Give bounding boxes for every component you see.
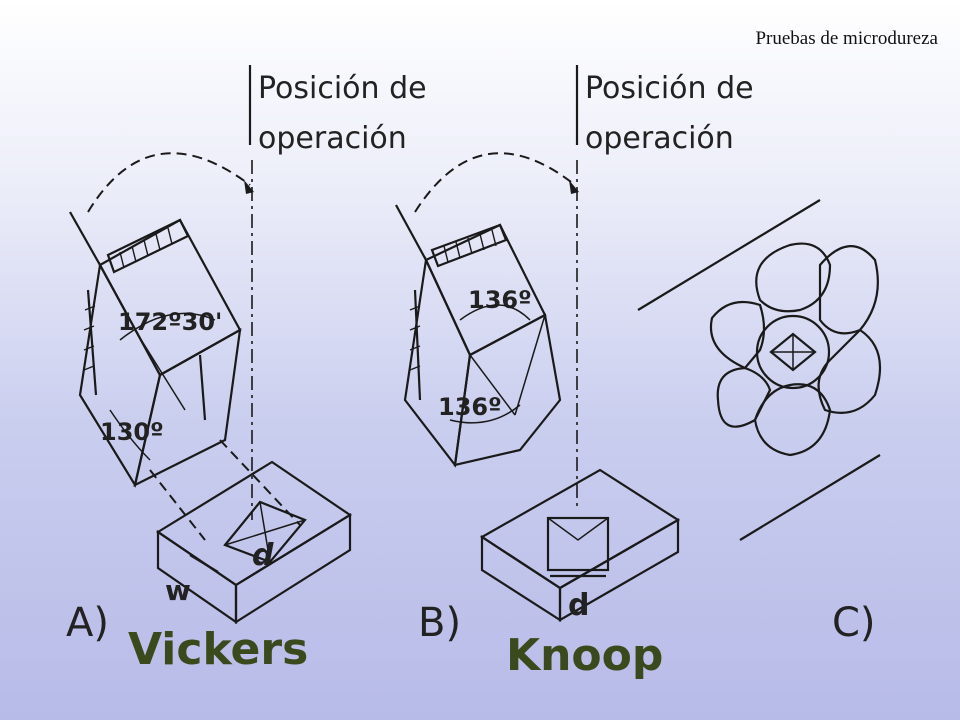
panel-a-indenter-front (133, 327, 242, 488)
panel-c-top-line (637, 199, 821, 311)
panel-b-indentation (546, 516, 610, 572)
panel-a-vickers: Posición de operación 172º30' 130º (66, 65, 427, 675)
panel-a-projection-2 (219, 439, 301, 526)
panel-c-grain-view: C) (637, 199, 882, 646)
panel-c-grain-left (709, 300, 766, 370)
panel-a-angle-top-arc (119, 312, 216, 341)
panel-c-grain-bottom-left (716, 366, 772, 428)
panel-c-center-grain (755, 314, 831, 390)
panel-b-position-label-line2: operación (585, 121, 734, 156)
panel-a-projection-1 (149, 469, 206, 541)
panel-a-pyramid-edge (198, 354, 207, 421)
slide-title: Pruebas de microdureza (755, 28, 938, 49)
panel-b-specimen-side (558, 518, 680, 622)
panel-b-angle-bottom-arc (449, 404, 521, 424)
panel-b-rotation-arc (414, 152, 576, 213)
panel-a-arrow-head (244, 180, 254, 194)
panel-c-bottom-line (739, 454, 881, 541)
panel-a-angle-top: 172º30' (118, 308, 222, 336)
panel-a-name: Vickers (128, 624, 308, 675)
panel-a-hatch-side (86, 289, 98, 396)
panel-c-grain-top-right (818, 245, 879, 335)
panel-b-letter: B) (418, 600, 461, 646)
panel-b-position-label-line1: Posición de (585, 71, 754, 106)
panel-a-position-label-line2: operación (258, 121, 407, 156)
panel-a-angle-bottom-arc (109, 409, 151, 461)
panel-a-position-label-line1: Posición de (258, 71, 427, 106)
panel-b-name: Knoop (506, 630, 663, 681)
panel-a-hatch-band (106, 218, 190, 274)
panel-b-inner-edge (469, 354, 516, 416)
panel-a-rotation-arc (87, 152, 251, 213)
panel-b-hatch-band (430, 223, 508, 268)
panel-b-dim-d: d (568, 588, 589, 623)
panel-a-dim-w: w (165, 574, 191, 607)
panel-a-angle-bottom: 130º (100, 418, 164, 446)
panel-a-indenter-body (98, 218, 242, 377)
panel-a-specimen-side (234, 513, 352, 624)
panel-a-dim-d: d (252, 538, 274, 573)
panel-b-indenter-front (453, 313, 562, 467)
panel-a-indenter-side (78, 261, 162, 488)
panel-b-angle-bottom: 136º (438, 393, 502, 421)
panel-b-knoop: Posición de operación 136º 136º d (395, 65, 754, 681)
panel-c-letter: C) (832, 600, 876, 646)
panel-a-inner-edge (134, 329, 186, 411)
panel-c-grain-top (755, 242, 832, 313)
panel-a-w-dimension (189, 554, 219, 573)
panel-a-letter: A) (66, 600, 109, 646)
panel-c-grain-right (817, 328, 882, 414)
panel-a-tool-axis (69, 211, 101, 266)
panel-b-angle-top-arc (459, 304, 531, 321)
panel-b-arrow-head (569, 180, 579, 194)
panel-b-tool-axis (395, 204, 427, 261)
